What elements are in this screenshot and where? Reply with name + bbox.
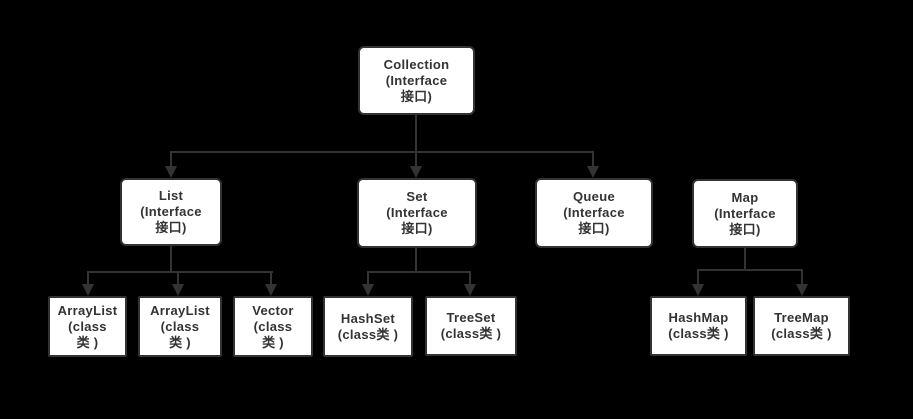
node-arraylist-2: ArrayList (class 类 ) <box>138 296 222 357</box>
node-treemap-label: TreeMap (class类 ) <box>771 310 832 341</box>
edge-set-bus <box>367 271 471 273</box>
edge-set-hashset-stem <box>367 271 369 285</box>
edge-map-bus <box>697 269 803 271</box>
node-arraylist-1-label: ArrayList (class 类 ) <box>57 302 118 350</box>
arrowhead-set-hashset-icon <box>362 284 374 296</box>
edge-map-trunk <box>744 247 746 271</box>
edge-list-bus <box>87 271 273 273</box>
edge-collection-bus <box>170 151 594 153</box>
node-hashmap-label: HashMap (class类 ) <box>668 310 729 341</box>
edge-set-trunk <box>415 248 417 273</box>
edge-map-treemap-stem <box>801 269 803 285</box>
node-hashset: HashSet (class类 ) <box>323 296 413 357</box>
edge-list-arraylist2-stem <box>177 273 179 285</box>
node-arraylist-2-label: ArrayList (class 类 ) <box>150 302 210 350</box>
arrowhead-map-hashmap-icon <box>692 284 704 296</box>
arrowhead-list-arraylist2-icon <box>172 284 184 296</box>
node-list-label: List (Interface 接口) <box>140 188 202 235</box>
node-map-label: Map (Interface 接口) <box>714 189 776 237</box>
node-treeset-label: TreeSet (class类 ) <box>440 310 502 341</box>
node-treemap: TreeMap (class类 ) <box>753 296 850 356</box>
arrowhead-set-treeset-icon <box>464 284 476 296</box>
node-queue-label: Queue (Interface 接口) <box>563 189 625 236</box>
node-vector-label: Vector (class 类 ) <box>252 302 294 350</box>
edge-collection-queue-stem <box>592 151 594 167</box>
edge-list-vector-stem <box>270 271 272 285</box>
edge-collection-set-stem <box>415 152 417 167</box>
node-collection: Collection (Interface 接口) <box>358 46 475 115</box>
edge-set-treeset-stem <box>469 271 471 285</box>
arrowhead-list-vector-icon <box>265 284 277 296</box>
arrowhead-collection-set-icon <box>410 166 422 178</box>
arrowhead-list-arraylist1-icon <box>82 284 94 296</box>
node-treeset: TreeSet (class类 ) <box>425 296 517 356</box>
edge-list-arraylist1-stem <box>87 271 89 285</box>
arrowhead-collection-queue-icon <box>587 166 599 178</box>
node-queue: Queue (Interface 接口) <box>535 178 653 248</box>
node-hashset-label: HashSet (class类 ) <box>337 310 399 342</box>
node-collection-label: Collection (Interface 接口) <box>383 56 450 104</box>
node-set: Set (Interface 接口) <box>357 178 477 248</box>
node-set-label: Set (Interface 接口) <box>386 189 448 236</box>
edge-map-hashmap-stem <box>697 269 699 285</box>
node-vector: Vector (class 类 ) <box>233 296 313 357</box>
node-list: List (Interface 接口) <box>120 178 222 246</box>
edge-collection-list-stem <box>170 151 172 167</box>
arrowhead-map-treemap-icon <box>796 284 808 296</box>
edge-collection-trunk <box>415 115 417 152</box>
node-arraylist-1: ArrayList (class 类 ) <box>48 296 127 357</box>
arrowhead-collection-list-icon <box>165 166 177 178</box>
node-hashmap: HashMap (class类 ) <box>650 296 747 356</box>
node-map: Map (Interface 接口) <box>692 179 798 248</box>
edge-list-trunk <box>170 245 172 273</box>
